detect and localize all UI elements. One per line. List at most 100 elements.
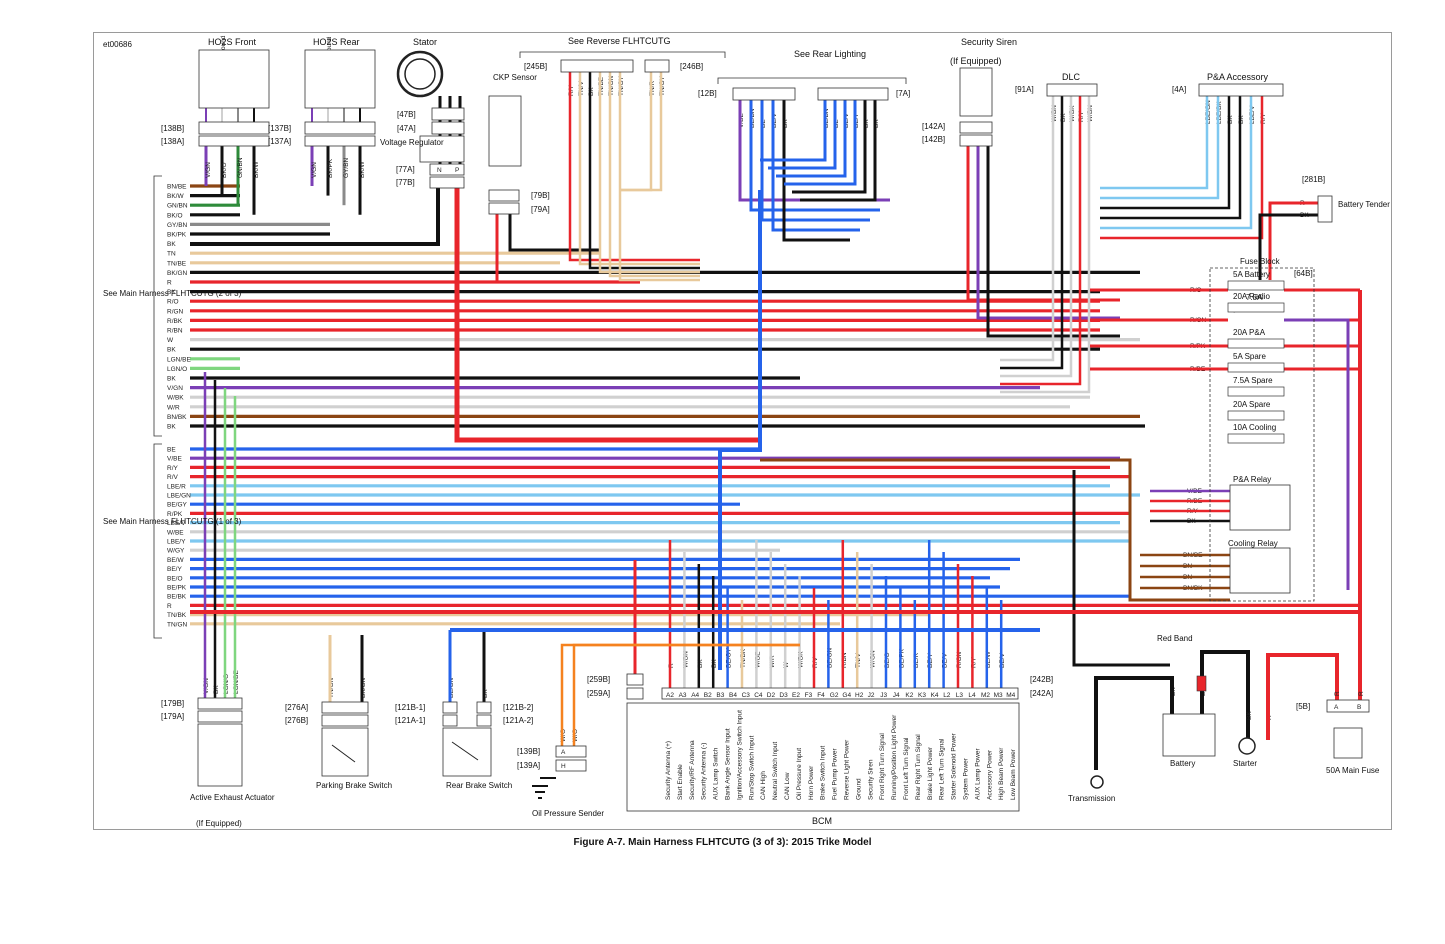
bcm-func-17: Security Siren <box>867 759 874 800</box>
bcm-pin-A2: A2 <box>666 692 674 699</box>
reverse-conn-b: [246B] <box>680 62 703 71</box>
ground-icon <box>532 777 556 799</box>
reverse-wire-5 <box>618 72 700 282</box>
bcm-pin-L3: L3 <box>956 692 964 699</box>
bcm-pin-G4: G4 <box>842 692 851 699</box>
bcm-pin-C3: C3 <box>742 692 751 699</box>
reverse-wire-0 <box>568 72 700 262</box>
bcm-pin-F4: F4 <box>817 692 825 699</box>
reverse-b-wire-1 <box>620 72 663 192</box>
pa-acc-label-2: BK <box>1227 115 1234 124</box>
battery-tender-title: Battery Tender <box>1338 200 1390 209</box>
bcm-func-27: Accessory Power <box>986 749 993 800</box>
stator-title: Stator <box>413 37 437 47</box>
bcm-wire-label-18: BE/Y <box>927 653 934 668</box>
stator-icon <box>396 50 444 98</box>
bcm-pin-E2: E2 <box>792 692 800 699</box>
bcm-conn-r1: [242B] <box>1030 675 1053 684</box>
rear-brake-switch-icon <box>451 741 479 761</box>
harness1-label-4: LBE/R <box>167 483 186 490</box>
bcm-wire-label-0: R <box>668 663 675 668</box>
exhaust-plug-a <box>197 710 243 723</box>
harness1-label-5: LBE/GN <box>167 493 191 500</box>
fuse-4 <box>1227 386 1285 397</box>
parking-brake-switch-box <box>321 727 369 777</box>
main-harness-2-title: See Main Harness FLHTCUTG (2 of 3) <box>103 289 242 298</box>
dlc-label-4: W/BN <box>1087 105 1094 122</box>
ho2s-rear-title: HO2S Rear <box>313 37 360 47</box>
main-fuse-pin-b: B <box>1357 704 1361 711</box>
exhaust-conn-b: [179B] <box>161 699 184 708</box>
exhaust-sub: (If Equipped) <box>196 819 242 828</box>
transmission-ground-icon <box>1090 775 1104 789</box>
fuse-label-4: 7.5A Spare <box>1233 376 1273 385</box>
bcm-func-18: Front Right Turn Signal <box>879 733 886 800</box>
battery-neg-wire <box>1094 676 1174 770</box>
reverse-plug-b <box>644 59 670 73</box>
main-fuse-wire-label-0: R <box>1334 691 1341 696</box>
bcm-pin-F3: F3 <box>805 692 813 699</box>
ho2s-rear-connector <box>304 49 376 109</box>
dlc-wire-0 <box>1000 96 1055 362</box>
bcm-func-16: Ground <box>855 778 862 800</box>
rear-light-b-wire-3 <box>784 100 857 186</box>
vr-plug-a <box>429 176 465 189</box>
ckp-wire-bk <box>508 214 600 252</box>
ckp-plug-b <box>488 189 520 202</box>
harness1-label-1: V/BE <box>167 456 182 463</box>
bcm-pin-B3: B3 <box>716 692 724 699</box>
fuse-5 <box>1227 410 1285 421</box>
harness2-label-18: LGN/BE <box>167 356 192 363</box>
stator-conn-a: [47A] <box>397 124 416 133</box>
ho2s-rear-harness-label-2: GY/BN <box>343 157 350 178</box>
transmission-title: Transmission <box>1068 794 1115 803</box>
exhaust-wire-label-0: V/GN <box>203 678 210 694</box>
fuse-label-0: 5A Battery <box>1233 270 1270 279</box>
bcm-wire-label-22: BE/W <box>985 651 992 668</box>
bcm-wire-label-11: BE/GN <box>826 647 833 668</box>
harness1-label-0: BE <box>167 447 176 454</box>
rear-lighting-conn-b: [7A] <box>896 89 910 98</box>
vr-pin-n: N <box>437 167 442 174</box>
fuse-1 <box>1227 302 1285 313</box>
reverse-bracket <box>519 51 726 58</box>
bcm-func-19: Running/Position Light Power <box>891 714 898 800</box>
dlc-plug <box>1046 83 1098 97</box>
diagram-frame <box>93 32 1392 830</box>
harness1-label-13: BE/Y <box>167 566 182 573</box>
bcm-wire-label-15: BE/O <box>884 652 891 668</box>
harness2-label-16: W <box>167 337 174 344</box>
rear-brake-conn-b1: [121B-1] <box>395 703 425 712</box>
rear-brake-plug-a2 <box>476 714 492 727</box>
bcm-pin-J4: J4 <box>893 692 900 699</box>
bcm-wire-label-5: TN/BK <box>740 648 747 668</box>
bcm-pin-H2: H2 <box>855 692 864 699</box>
exhaust-wire-label-3: LGN/BE <box>233 669 240 694</box>
harness2-label-10: R <box>167 280 172 287</box>
bcm-pin-K3: K3 <box>918 692 926 699</box>
harness1-label-12: BE/W <box>167 557 184 564</box>
harness1-label-8: LBE/V <box>167 520 186 527</box>
ho2s-front-plug-a <box>198 135 270 147</box>
bcm-pin-J2: J2 <box>868 692 875 699</box>
main-harness-2-bracket <box>153 175 162 437</box>
bcm-plug-b <box>626 673 644 686</box>
rear-brake-conn-a2: [121A-2] <box>503 716 533 725</box>
bcm-pin-M4: M4 <box>1006 692 1015 699</box>
harness2-label-2: GN/BN <box>167 203 188 210</box>
harness2-label-21: V/GN <box>167 385 183 392</box>
bcm-func-4: AUX Lamp Switch <box>713 747 720 800</box>
ho2s-rear-conn-b: [137B] <box>268 124 291 133</box>
ho2s-rear-harness-label-0: V/GN <box>311 162 318 178</box>
tender-wire-1 <box>1258 213 1318 280</box>
fuse-2 <box>1227 338 1285 349</box>
reverse-wire-label-3: TN/BE <box>598 76 605 96</box>
figure-caption: Figure A-7. Main Harness FLHTCUTG (3 of … <box>573 837 872 848</box>
parking-brake-plug-a <box>321 701 369 714</box>
harness1-label-3: R/V <box>167 474 179 481</box>
exhaust-plug-b <box>197 697 243 710</box>
rear-brake-conn-a1: [121A-1] <box>395 716 425 725</box>
cooling-relay-box <box>1229 547 1291 594</box>
